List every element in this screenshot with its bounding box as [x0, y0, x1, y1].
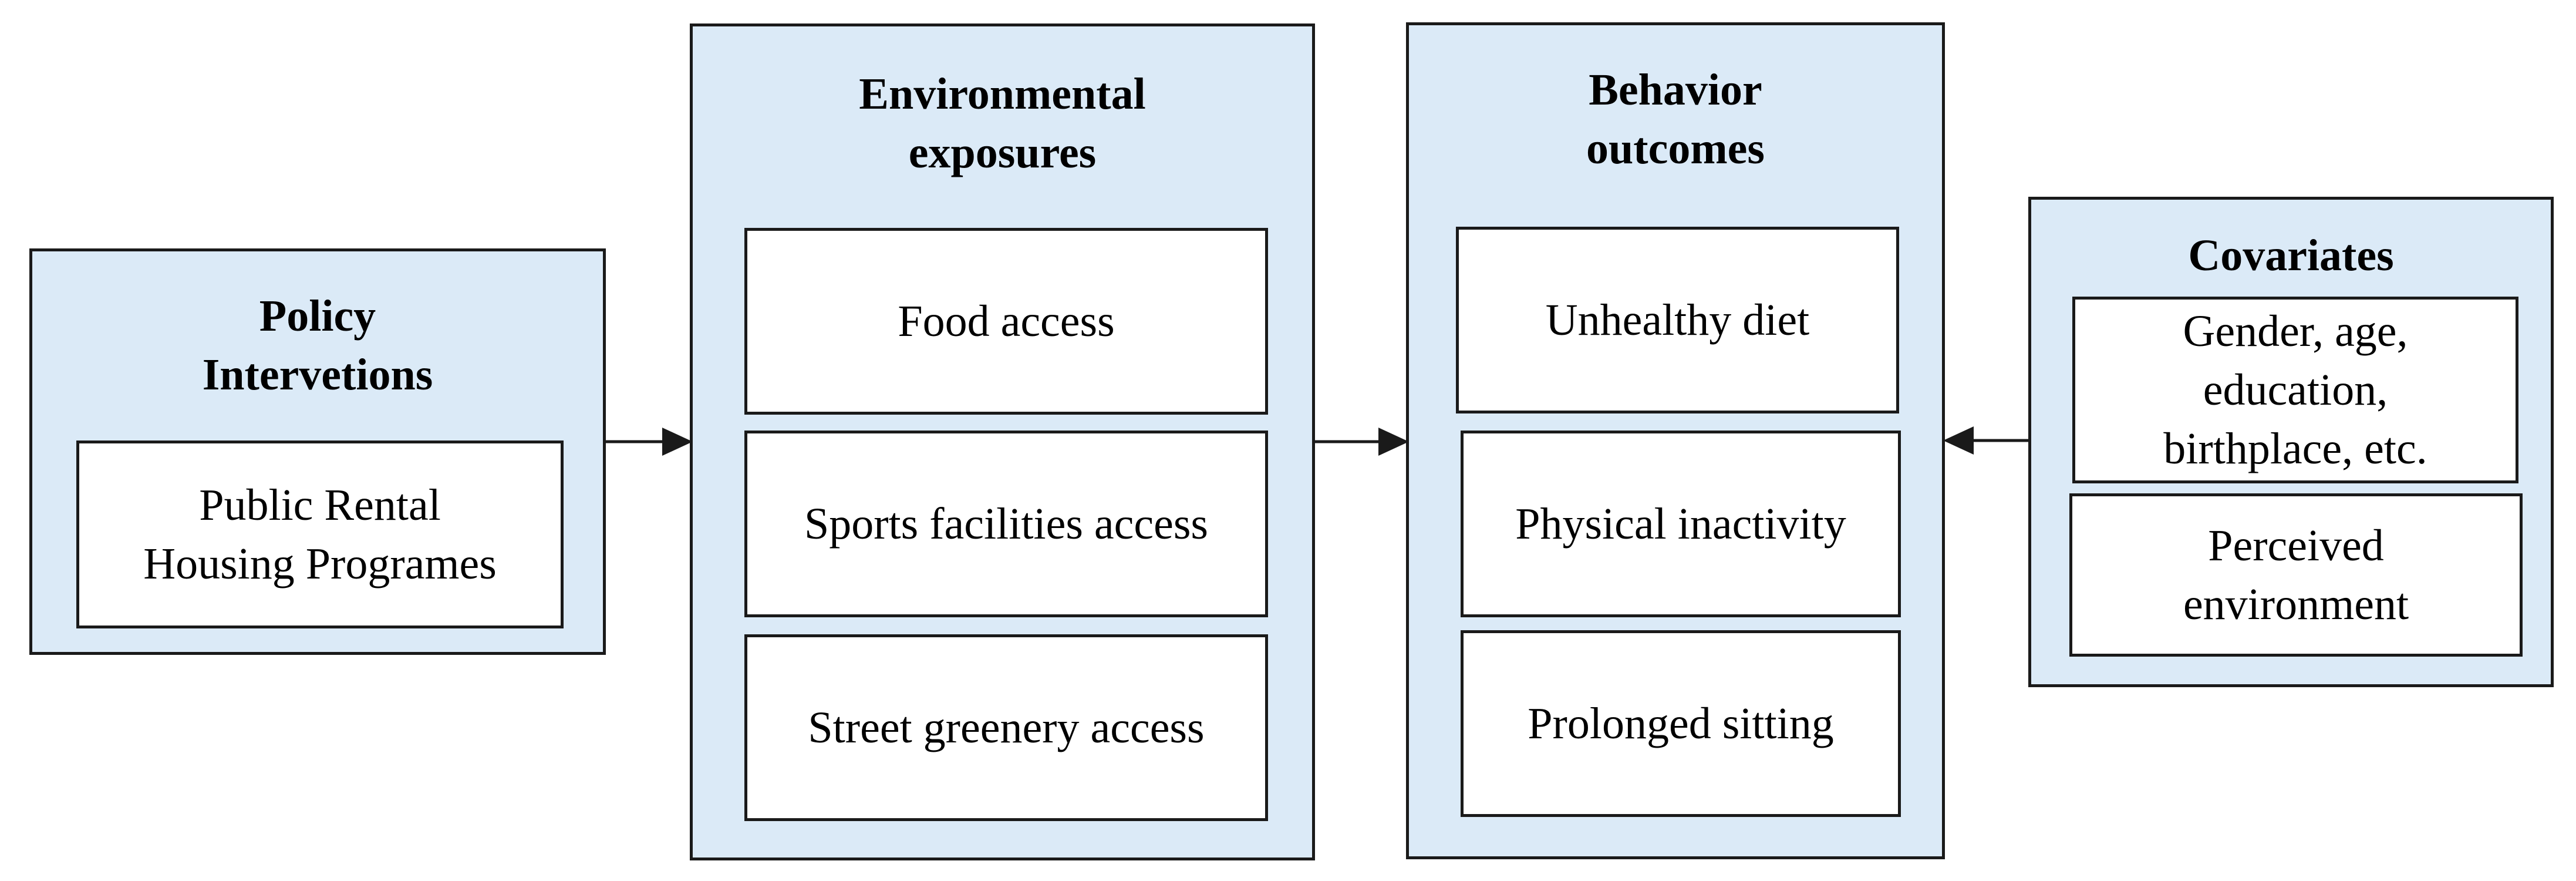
food-access-box: Food access [744, 228, 1268, 415]
covariates-title: Covariates [2188, 231, 2394, 280]
sports-facilities-access-box: Sports facilities access [744, 431, 1268, 617]
behavior-outcomes-panel: Behavior outcomes Unhealthy diet Physica… [1406, 22, 1945, 859]
physical-inactivity-box: Physical inactivity [1461, 431, 1901, 617]
street-greenery-access-label: Street greenery access [808, 703, 1205, 752]
public-rental-housing-label: Public Rental Housing Programes [143, 480, 497, 589]
environmental-exposures-panel: Environmental exposures Food access Spor… [690, 23, 1315, 860]
sports-facilities-access-label: Sports facilities access [804, 499, 1208, 549]
arrowhead-environment-to-behavior [1378, 428, 1409, 456]
perceived-environment-label: Perceived environment [2183, 521, 2409, 629]
prolonged-sitting-box: Prolonged sitting [1461, 630, 1901, 817]
arrowhead-covariates-to-behavior [1943, 426, 1974, 455]
prolonged-sitting-label: Prolonged sitting [1528, 699, 1834, 748]
policy-interventions-title: Policy Intervetions [202, 291, 433, 399]
unhealthy-diet-box: Unhealthy diet [1456, 227, 1899, 413]
physical-inactivity-label: Physical inactivity [1515, 499, 1846, 549]
perceived-environment-box: Perceived environment [2069, 493, 2523, 657]
public-rental-housing-box: Public Rental Housing Programes [76, 441, 564, 628]
demographics-box: Gender, age, education, birthplace, etc. [2072, 297, 2518, 483]
street-greenery-access-box: Street greenery access [744, 634, 1268, 821]
arrowhead-policy-to-environment [662, 428, 693, 456]
covariates-panel: Covariates Gender, age, education, birth… [2028, 197, 2554, 687]
unhealthy-diet-label: Unhealthy diet [1545, 295, 1810, 345]
demographics-label: Gender, age, education, birthplace, etc. [2163, 307, 2427, 473]
food-access-label: Food access [898, 297, 1115, 346]
policy-interventions-panel: Policy Intervetions Public Rental Housin… [29, 248, 606, 655]
behavior-outcomes-title: Behavior outcomes [1586, 65, 1765, 173]
environmental-exposures-title: Environmental exposures [859, 69, 1146, 177]
